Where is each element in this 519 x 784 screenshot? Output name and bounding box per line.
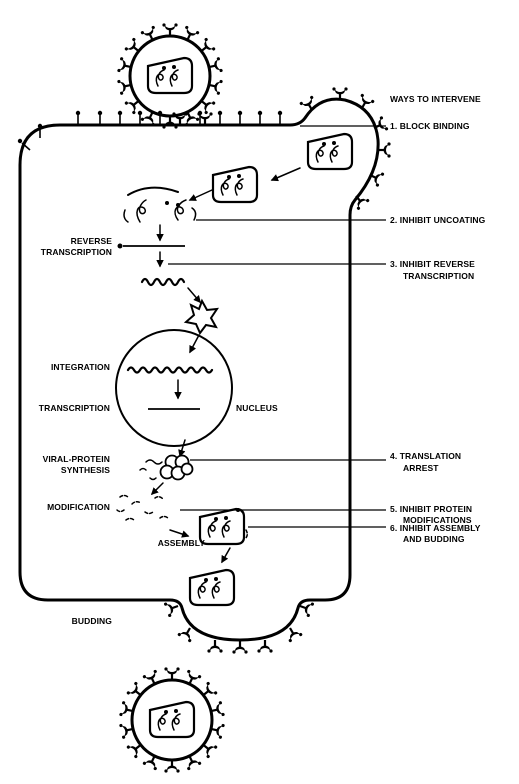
bottom-virion-spike	[163, 758, 181, 774]
preintegration-complex	[183, 298, 220, 335]
bottom-virion-spike	[163, 666, 181, 682]
integrated-provirus	[126, 366, 214, 374]
reverse-transcription-rna	[117, 243, 185, 249]
stage-reverse-transcription-2: TRANSCRIPTION	[41, 247, 112, 257]
intervention-2: 2. INHIBIT UNCOATING	[390, 215, 486, 225]
entering-core-1	[306, 132, 354, 171]
stage-budding: BUDDING	[72, 616, 113, 626]
stage-viral-protein-synthesis-1: VIRAL-PROTEIN	[43, 454, 110, 464]
receptor-head	[217, 110, 223, 116]
stage-modification: MODIFICATION	[47, 502, 110, 512]
receptor-head	[37, 123, 43, 129]
top-virion-spike	[161, 114, 179, 130]
intervention-3: 3. INHIBIT REVERSE	[390, 259, 475, 269]
intervention-5: 5. INHIBIT PROTEIN	[390, 504, 472, 514]
viral-dna	[140, 277, 186, 287]
intervention-5-line-2: MODIFICATIONS	[403, 515, 472, 525]
cell-receptors	[17, 110, 283, 151]
stage-reverse-transcription-1: REVERSE	[71, 236, 113, 246]
stage-viral-protein-synthesis-2: SYNTHESIS	[61, 465, 110, 475]
stage-assembly: ASSEMBLY	[158, 538, 205, 548]
receptor-head	[117, 110, 123, 116]
budding-spikes	[162, 597, 316, 655]
free-virion-top	[115, 22, 225, 130]
intervention-6: 6. INHIBIT ASSEMBLY	[390, 523, 481, 533]
assembling-core	[198, 507, 249, 546]
ribosomes	[139, 454, 194, 481]
receptor-head	[17, 138, 23, 144]
receptor-head	[277, 110, 283, 116]
receptor-head	[137, 110, 143, 116]
fusion-spike	[376, 141, 392, 159]
leader-lines	[168, 125, 386, 528]
budding-core	[188, 568, 236, 607]
interventions-header: WAYS TO INTERVENE	[390, 94, 481, 104]
intervention-4: 4. TRANSLATION	[390, 451, 461, 461]
receptor-head	[237, 110, 243, 116]
budding-spike	[256, 638, 274, 654]
nucleus-label: NUCLEUS	[236, 403, 278, 413]
intervention-3-line-2: TRANSCRIPTION	[403, 271, 474, 281]
receptor-head	[75, 110, 81, 116]
entering-core-2	[211, 165, 259, 204]
cell-membrane	[18, 97, 380, 642]
free-virion-bottom	[117, 666, 227, 774]
stage-integration: INTEGRATION	[51, 362, 110, 372]
receptor-stalk	[21, 142, 31, 151]
protein-fragments	[116, 494, 169, 521]
receptor-head	[257, 110, 263, 116]
intervention-1: 1. BLOCK BINDING	[390, 121, 470, 131]
top-virion-spike	[161, 22, 179, 38]
nucleus	[115, 329, 233, 447]
stage-transcription: TRANSCRIPTION	[39, 403, 110, 413]
budding-spike	[231, 639, 249, 655]
uncoating-core	[123, 186, 197, 223]
intervention-6-line-2: AND BUDDING	[403, 534, 465, 544]
receptor-head	[97, 110, 103, 116]
receptor-head	[157, 110, 163, 116]
intervention-4-line-2: ARREST	[403, 463, 439, 473]
budding-spike	[206, 638, 224, 654]
